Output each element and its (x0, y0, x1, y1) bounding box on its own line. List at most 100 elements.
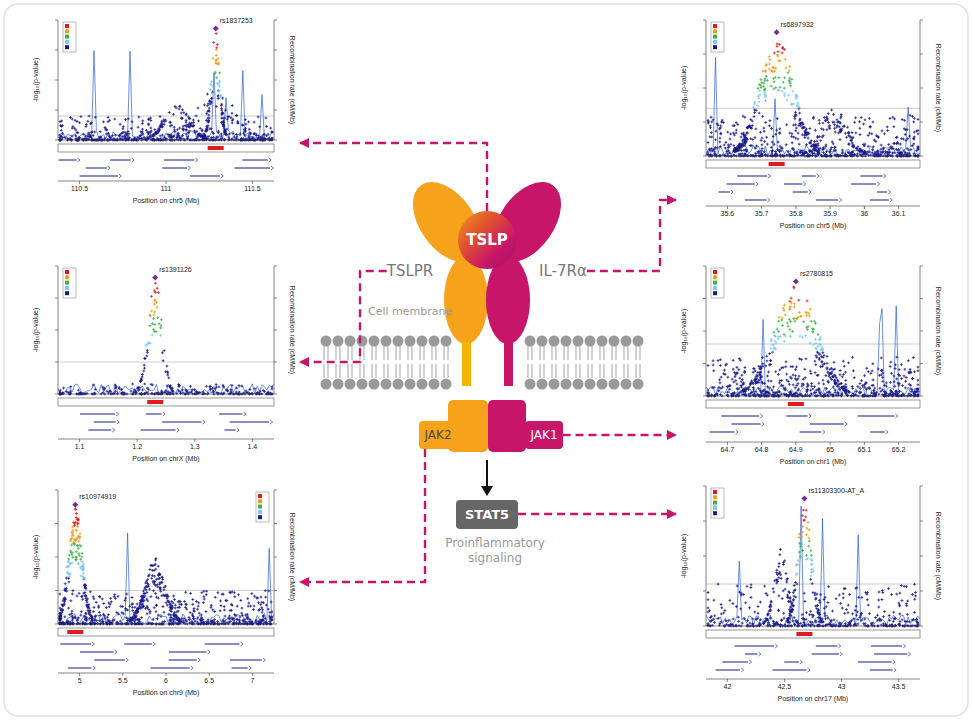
gene-direction (768, 174, 771, 178)
gene-direction (188, 166, 191, 170)
lipid-tail (447, 364, 448, 378)
tick-mark (784, 679, 785, 682)
snp-points (795, 557, 815, 577)
lipid-tail (539, 346, 540, 360)
tick-label: 64.9 (789, 446, 803, 454)
locus-zoom-panel: rs1391126Position on chrX (Mb)-log₁₀(p-v… (28, 258, 300, 470)
gene-direction (191, 666, 194, 670)
gene-line (230, 660, 262, 661)
lipid-tail (603, 364, 604, 378)
gene-line (870, 670, 893, 671)
gene-line (871, 646, 902, 647)
lipid-head (381, 379, 392, 390)
snp-points (59, 89, 274, 141)
gene-direction (153, 642, 156, 646)
region-box (58, 628, 274, 636)
tick-mark (274, 330, 277, 331)
lipid-head (345, 336, 356, 347)
gene-direction (822, 430, 825, 434)
tick-mark (274, 140, 277, 141)
lipid-tail (419, 364, 420, 378)
ld-legend-swatch (258, 505, 262, 509)
gene-line (800, 432, 822, 433)
lipid-tail (623, 346, 624, 360)
dashed-connector (518, 513, 676, 515)
lipid-head (561, 336, 572, 347)
lipid-head (441, 336, 452, 347)
gene-line (232, 668, 248, 669)
gene-direction (202, 420, 205, 424)
dashed-connector (587, 200, 676, 271)
axis-title: Position on chr5 (Mb) (133, 197, 200, 205)
locus-zoom-panel: rs11303300-AT_APosition on chr17 (Mb)-lo… (676, 478, 946, 710)
snp-points (212, 48, 220, 65)
tick-mark (274, 590, 277, 591)
lipid-tail (371, 364, 372, 378)
tick-mark (703, 266, 706, 267)
gene-line (80, 414, 115, 415)
tick-mark (55, 80, 58, 81)
lipid-tail (375, 364, 376, 378)
ld-legend-swatch (258, 515, 262, 519)
lipid-tail (543, 364, 544, 378)
gene-direction (269, 158, 272, 162)
tick-mark (55, 624, 58, 625)
gene-line (124, 644, 152, 645)
lipid-tail (335, 346, 336, 360)
gene-direction (92, 642, 94, 646)
lipid-tail (387, 346, 388, 360)
lipid-head (561, 379, 572, 390)
lipid-tail (639, 364, 640, 378)
ld-legend-swatch (65, 291, 69, 295)
il7r-intracellular (488, 400, 526, 452)
lipid-tail (611, 364, 612, 378)
gene-line (94, 422, 116, 423)
tick-label: 35.7 (755, 210, 769, 218)
lipid-tail (339, 346, 340, 360)
gene-direction (116, 412, 119, 416)
gene-direction (756, 182, 759, 186)
lipid-head (405, 336, 416, 347)
tick-mark (920, 88, 923, 89)
tick-label: 5.5 (118, 677, 128, 685)
gene-line (151, 668, 190, 669)
tick-mark (864, 206, 865, 209)
x-axis (58, 394, 274, 395)
gene-line (734, 646, 774, 647)
region-box (706, 400, 920, 408)
lipid-tail (323, 364, 324, 378)
gene-line (858, 416, 895, 417)
gene-direction (237, 428, 240, 432)
tick-mark (898, 679, 899, 682)
region-box (706, 160, 920, 168)
tick-mark (727, 206, 728, 209)
tick-mark (703, 298, 706, 299)
axis-title: Recombination rate (cM/Mb) (934, 512, 942, 600)
gene-line (234, 168, 270, 169)
tick-mark (920, 591, 923, 592)
region-highlight (208, 146, 224, 150)
gene-line (784, 184, 802, 185)
tick-mark (55, 140, 58, 141)
snp-points (769, 334, 824, 353)
lipid-head (549, 379, 560, 390)
gene-direction (117, 420, 120, 424)
gene-direction (775, 644, 778, 648)
gene-line (772, 670, 806, 671)
ligand-circle: TSLP (458, 211, 516, 269)
tick-mark (274, 266, 277, 267)
tick-mark (920, 122, 923, 123)
lipid-head (333, 379, 344, 390)
lipid-head (609, 379, 620, 390)
lipid-tail (603, 346, 604, 360)
gene-direction (93, 666, 96, 670)
tick-mark (795, 442, 796, 445)
gene-direction (762, 422, 765, 426)
node-label: TSLPR (387, 262, 434, 280)
ld-legend-swatch (258, 510, 262, 514)
ld-legend-box (63, 268, 76, 298)
lipid-tail (351, 364, 352, 378)
lipid-tail (423, 346, 424, 360)
lipid-head (537, 336, 548, 347)
kinase-box: JAK2 (419, 421, 456, 449)
